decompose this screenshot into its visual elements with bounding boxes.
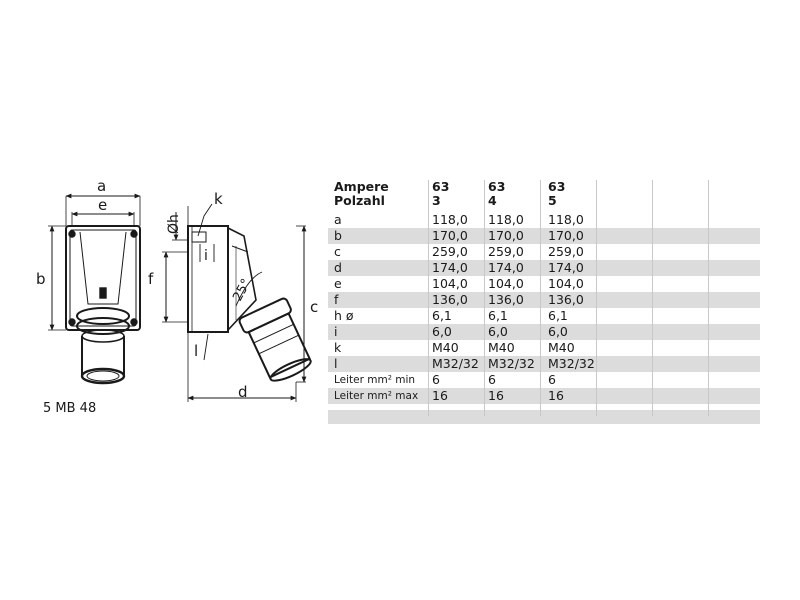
table-row: f 136,0 136,0 136,0: [328, 292, 760, 308]
dim-label-l: l: [194, 342, 198, 360]
dim-label-b: b: [36, 270, 46, 288]
header-label-ampere: Ampere: [334, 180, 389, 194]
table-row-empty: [328, 410, 760, 424]
grid-line: [484, 180, 485, 416]
dim-label-i: i: [204, 248, 208, 264]
grid-line: [708, 180, 709, 416]
table-header: Ampere Polzahl 63 3 63 4 63 5: [328, 180, 760, 210]
header-col3-poles: 5: [548, 193, 557, 208]
table-row: l M32/32 M32/32 M32/32: [328, 356, 760, 372]
table-row: i 6,0 6,0 6,0: [328, 324, 760, 340]
dim-label-d: d: [238, 383, 248, 401]
grid-line: [428, 180, 429, 416]
table-row: Leiter mm² min 6 6 6: [334, 372, 556, 387]
technical-drawing: a e b: [36, 177, 318, 402]
front-view: [48, 193, 141, 385]
table-row: k M40 M40 M40: [334, 340, 575, 355]
dim-label-e: e: [98, 196, 107, 214]
table-row: c 259,0 259,0 259,0: [334, 244, 584, 259]
spec-table: Ampere Polzahl 63 3 63 4 63 5 a 118,0 11…: [328, 180, 760, 424]
grid-line: [596, 180, 597, 416]
dim-label-h: Øh: [166, 214, 182, 234]
grid-line: [540, 180, 541, 416]
dim-label-k: k: [214, 190, 223, 208]
table-row: h ø 6,1 6,1 6,1: [334, 308, 568, 323]
header-label-poles: Polzahl: [334, 193, 385, 208]
dim-label-a: a: [97, 177, 106, 195]
table-row: e 104,0 104,0 104,0: [334, 276, 584, 291]
model-designation: 5 MB 48: [43, 401, 97, 416]
side-view: [162, 203, 312, 402]
grid-line: [652, 180, 653, 416]
header-col3-ampere: 63: [548, 180, 566, 194]
dim-label-c: c: [310, 298, 318, 316]
header-col1-ampere: 63: [432, 180, 450, 194]
table-row: b 170,0 170,0 170,0: [328, 228, 760, 244]
table-row: d 174,0 174,0 174,0: [328, 260, 760, 276]
header-col2-poles: 4: [488, 193, 497, 208]
header-col2-ampere: 63: [488, 180, 506, 194]
table-row: a 118,0 118,0 118,0: [334, 212, 584, 227]
table-row: Leiter mm² max 16 16 16: [328, 388, 760, 404]
header-col1-poles: 3: [432, 193, 441, 208]
dim-label-f: f: [148, 270, 154, 288]
